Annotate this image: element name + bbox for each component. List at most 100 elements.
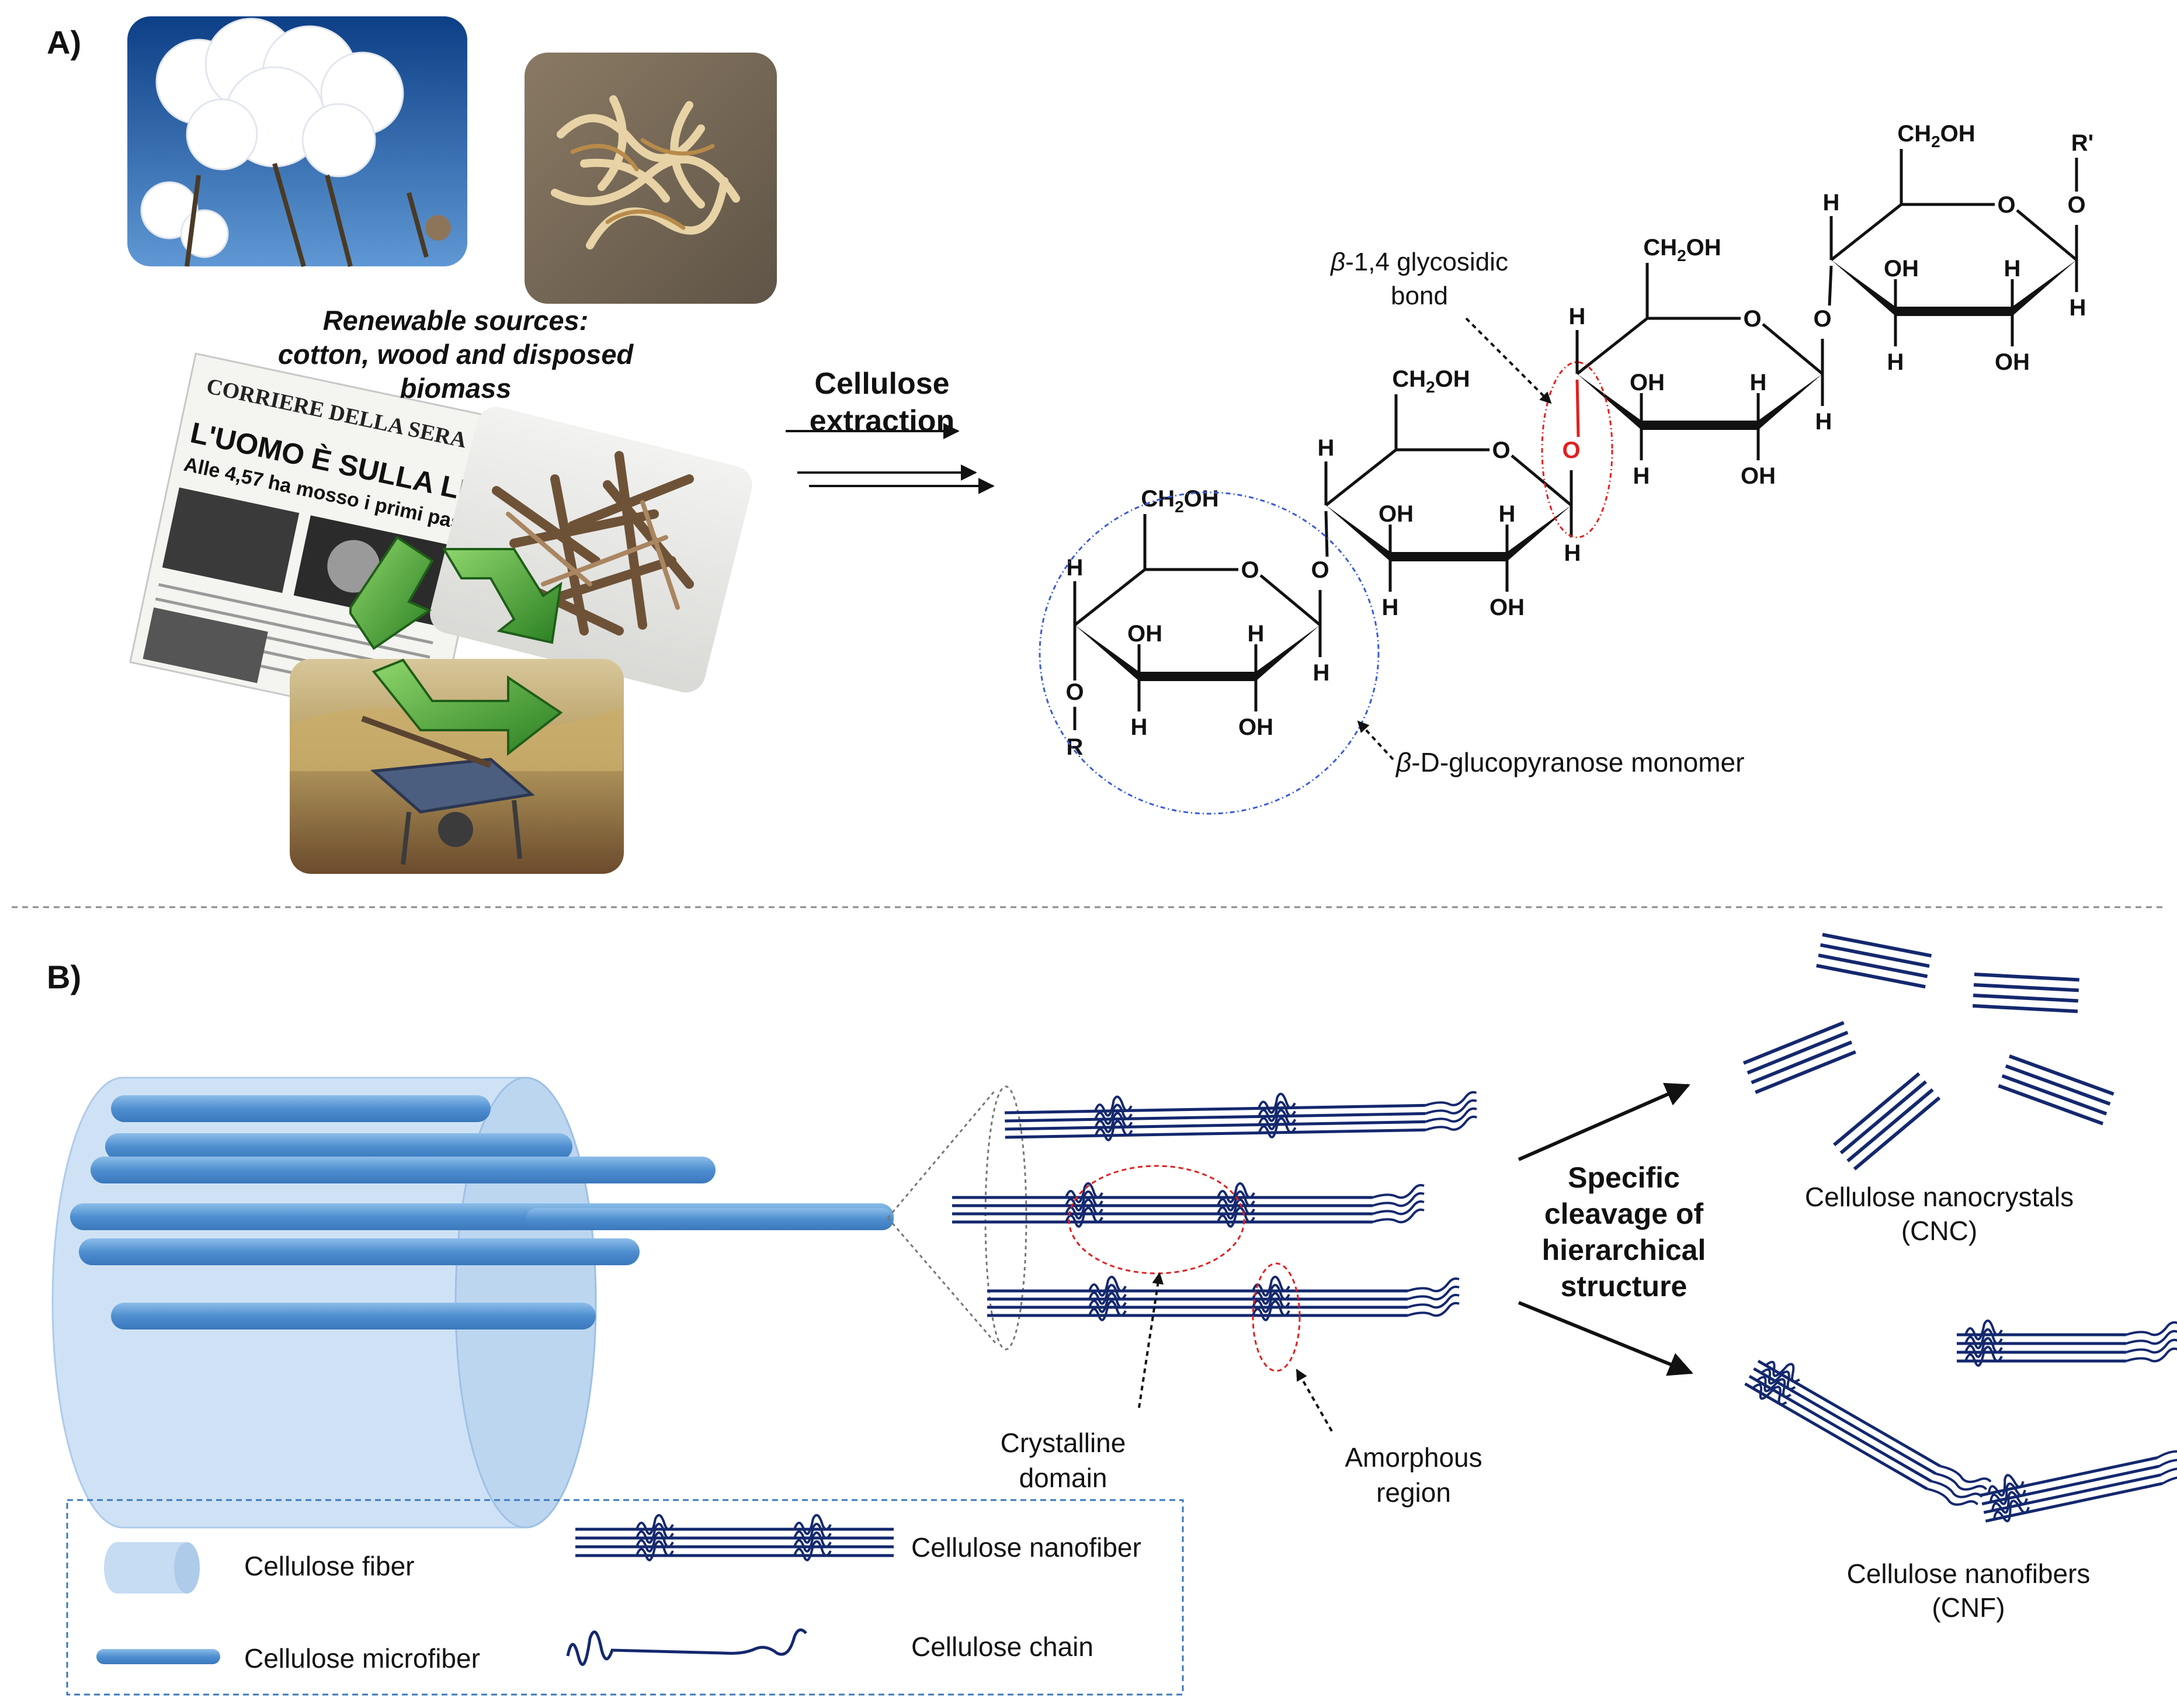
wedge-c4-c3 [1326,505,1390,561]
hydrogen-label: H [1633,463,1650,489]
sources-caption: Renewable sources: cotton, wood and disp… [234,304,678,405]
cellulose-chain [1983,1473,2161,1514]
crystal-chain [1974,973,2079,982]
amorphous-knot [1258,1117,1297,1138]
glycosidic-bond [1828,265,1833,306]
hydrogen-label: H [1318,435,1335,461]
crystal-chain [1998,1084,2104,1126]
hydrogen-label: H [1887,349,1904,375]
chain-end [1407,1277,1460,1293]
glycosidic-beta: β [1331,248,1346,276]
chain-end [2157,1434,2177,1459]
glycosidic-text: -1,4 glycosidic [1345,248,1508,276]
cleavage-label: Specific cleavage of hierarchical struct… [1507,1160,1741,1304]
chain-end [2126,1338,2177,1354]
cellulose-chain [1980,1456,2158,1497]
chain-end [1425,1091,1477,1107]
amorphous-knot [1088,1283,1127,1305]
amorphous-knot [1252,1300,1290,1321]
cellulose-chain [1985,1482,2164,1523]
chain-end [1425,1099,1477,1115]
crystal-chain [1742,1020,1845,1065]
ch2oh-label: CH2OH [1897,121,1975,151]
hydrogen-label: H [1564,540,1581,566]
amorphous-knot [793,1522,832,1544]
chain-end [1372,1183,1425,1199]
panel-b-label: B) [47,959,82,995]
nanofiber-1 [1744,1359,1992,1506]
amorphous-knot [1094,1095,1133,1117]
glycosidic-highlight [1541,361,1613,539]
amorphous-knot [1765,1360,1800,1383]
amorphous-knot [1065,1182,1103,1203]
panel-a-label: A) [47,24,82,61]
chain-end [1372,1200,1425,1216]
wedge-c2-c1 [2012,260,2077,316]
wedge-c4-c3 [1831,260,1895,316]
amorphous-knot [1252,1275,1290,1297]
legend-nanofiber [575,1513,894,1561]
crystal-chain [1751,1040,1853,1085]
crystal-chain [1822,933,1932,958]
chain-end [2126,1321,2177,1336]
hydrogen-label: H [1569,304,1586,329]
chain-end [2126,1347,2177,1363]
microfiber-1 [111,1095,491,1122]
zoom-lines [887,1085,1027,1351]
crystal-chain [1747,1030,1849,1075]
amorphous-knot [1252,1283,1290,1305]
amorphous-knot [1964,1345,2003,1367]
amorphous-knot [1964,1328,2003,1349]
chain-end [1425,1107,1477,1123]
chain-end [1940,1465,1992,1483]
monomer-beta: β [1396,747,1412,777]
amorphous-knot [1217,1206,1255,1228]
chain-end [1425,1115,1477,1131]
amorphous-knot [1252,1292,1290,1313]
amorphous-knot [1987,1474,2025,1497]
terminal-oxygen: O [2067,192,2085,218]
amorphous-knot [1217,1182,1255,1203]
amorphous-knot [1258,1109,1297,1130]
crystal-chain [1973,993,2079,1003]
monomer-text: -D-glucopyranose monomer [1411,747,1745,777]
hydrogen-label: H [1067,555,1084,581]
ring-bond-c4-c5 [1074,568,1146,626]
ring-bond-o-c1 [1762,323,1824,375]
r-prime-label: R' [2071,130,2093,156]
amorphous-knot [1088,1300,1127,1321]
cellulose-chain [1753,1367,1937,1476]
cellulose-extraction-line2: extraction [809,404,955,438]
ring-bond-c4-c5 [1325,449,1397,506]
hydroxyl-label: OH [1489,595,1525,620]
legend-fiber-swatch [104,1542,200,1594]
arrow-to-cnf [1518,1301,1693,1376]
microfiber-3 [91,1157,716,1183]
amorphous-knot [636,1522,674,1544]
crystal-chain [2005,1064,2111,1106]
crystal-chain [2001,1074,2107,1116]
cellulose-chain [1005,1112,1426,1123]
hydrogen-label: H [1815,409,1832,435]
cnf-line1: Cellulose nanofibers [1846,1558,2091,1589]
hydrogen-label: H [1750,370,1767,395]
chain-end [2162,1460,2177,1485]
microfiber-5 [79,1238,640,1265]
amorphous-knot [636,1531,674,1553]
crystal-chain [1833,1072,1921,1147]
microfibril-middle [952,1182,1425,1228]
crystal-chain [2008,1054,2114,1096]
amorphous-knot [1756,1376,1791,1398]
microfibril-top [1004,1091,1477,1141]
nanofiber-2 [1957,1319,2177,1367]
ring-bond-c4-c5 [1576,317,1648,375]
legend-microfiber-label: Cellulose microfiber [244,1643,480,1674]
crystal-chain [1973,1004,2078,1013]
ring-oxygen: O [1492,438,1510,463]
terminal-oxygen: O [1065,679,1084,705]
microfibril-chains [952,1091,1477,1321]
crystal-chain [1846,1088,1934,1162]
